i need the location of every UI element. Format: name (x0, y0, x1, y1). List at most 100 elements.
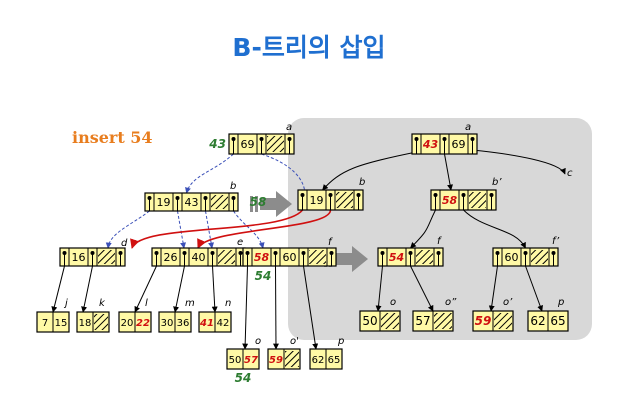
leaf-key: 59 (475, 314, 492, 328)
tree-edges (51, 149, 566, 350)
edge-path (463, 209, 526, 249)
child-pointer-edge (525, 265, 543, 312)
old-edge-dashed (105, 210, 150, 249)
right-node-f-prime: 60 (492, 247, 559, 267)
note-a-43: 43 (208, 137, 226, 151)
label-l: l (145, 298, 148, 309)
leaf-key: 15 (55, 318, 68, 329)
label-n: n (225, 298, 231, 309)
child-pointer-edge (81, 265, 93, 313)
child-pointer-edge (375, 265, 383, 312)
old-edge-dashed (205, 210, 215, 249)
leaf-key: 41 (199, 318, 214, 329)
leaf-key: 62 (312, 355, 325, 366)
note-b-58: 58 (250, 195, 267, 209)
node-key: 69 (452, 138, 466, 151)
child-pointer-edge (242, 265, 249, 350)
empty-slot (211, 195, 228, 209)
transform-arrow-top (250, 191, 292, 217)
label-o-prime: o' (290, 336, 299, 347)
label-b: b (230, 181, 236, 192)
empty-slot (336, 192, 353, 208)
leaf-key: 42 (217, 318, 230, 329)
label-right-b: b (359, 177, 365, 188)
new-edge-red (130, 209, 304, 249)
leaf-key: 50 (229, 355, 242, 366)
empty-slot (98, 250, 115, 264)
empty-slot (381, 313, 399, 329)
empty-slot (469, 192, 486, 208)
empty-slot (309, 250, 326, 264)
right-node-a: 43 69 (411, 133, 478, 155)
node-key: 54 (389, 251, 404, 264)
node-key: 26 (164, 251, 178, 264)
new-edge-red (197, 209, 332, 249)
child-pointer-edge (173, 265, 185, 313)
empty-slot (267, 136, 284, 152)
label-right-f: f (437, 236, 442, 247)
label-e: e (237, 237, 243, 248)
old-edge-dashed (177, 210, 187, 249)
child-pointer-edge (303, 265, 319, 350)
child-pointer-edge (488, 265, 498, 312)
child-pointer-edge (444, 153, 453, 191)
node-key: 43 (185, 196, 199, 209)
label-right-o-dprime: o” (445, 297, 457, 308)
label-p: p (337, 336, 344, 347)
empty-slot (531, 250, 548, 264)
child-pointer-edge (51, 265, 65, 313)
leaf-key: 57 (244, 355, 258, 366)
child-pointer-edge (410, 265, 434, 312)
empty-slot (218, 250, 235, 264)
right-leaf-o-dprime: 57 (412, 310, 454, 332)
right-leaf-p: 62 65 (527, 310, 569, 332)
node-key: 40 (192, 251, 206, 264)
label-f: f (328, 237, 333, 248)
left-node-a: 69 (228, 133, 295, 155)
node-key: 16 (72, 251, 86, 264)
left-leaf-o-prime: 59 (267, 348, 301, 370)
note-bottom-54: 54 (235, 371, 252, 385)
old-edge-dashed (185, 153, 234, 194)
label-right-b-prime: b’ (492, 177, 502, 188)
empty-slot (94, 314, 108, 330)
node-key: 69 (241, 138, 255, 151)
right-leaf-o-prime: 59 (472, 310, 514, 332)
leaf-key: 20 (121, 318, 134, 329)
label-d: d (121, 238, 128, 249)
node-key: 19 (310, 194, 324, 207)
left-leaf-k: 18 (76, 311, 110, 333)
label-j: j (63, 298, 68, 309)
empty-slot (285, 351, 299, 367)
right-node-b-prime: 58 (430, 189, 497, 211)
empty-slot (434, 313, 452, 329)
label-a: a (286, 122, 292, 133)
child-pointer-edge (211, 265, 218, 313)
leaf-key: 62 (530, 314, 545, 328)
label-m: m (185, 298, 195, 309)
edge-path (472, 149, 566, 175)
label-right-o-prime: o’ (503, 297, 513, 308)
edge-path (410, 209, 436, 249)
node-key: 58 (442, 194, 458, 207)
leaf-key: 7 (42, 318, 48, 329)
result-panel (288, 118, 592, 340)
right-node-f: 54 (377, 247, 444, 267)
leaf-key: 65 (550, 314, 565, 328)
left-node-d: 16 (59, 247, 126, 267)
node-key: 43 (422, 138, 439, 151)
edge-path (322, 151, 417, 191)
leaf-key: 57 (415, 314, 430, 328)
label-right-o: o (390, 297, 396, 308)
node-key: 58 (254, 251, 270, 264)
leaf-key: 22 (136, 318, 150, 329)
empty-slot (416, 250, 433, 264)
note-f-54: 54 (255, 269, 272, 283)
leaf-key: 59 (269, 355, 283, 366)
